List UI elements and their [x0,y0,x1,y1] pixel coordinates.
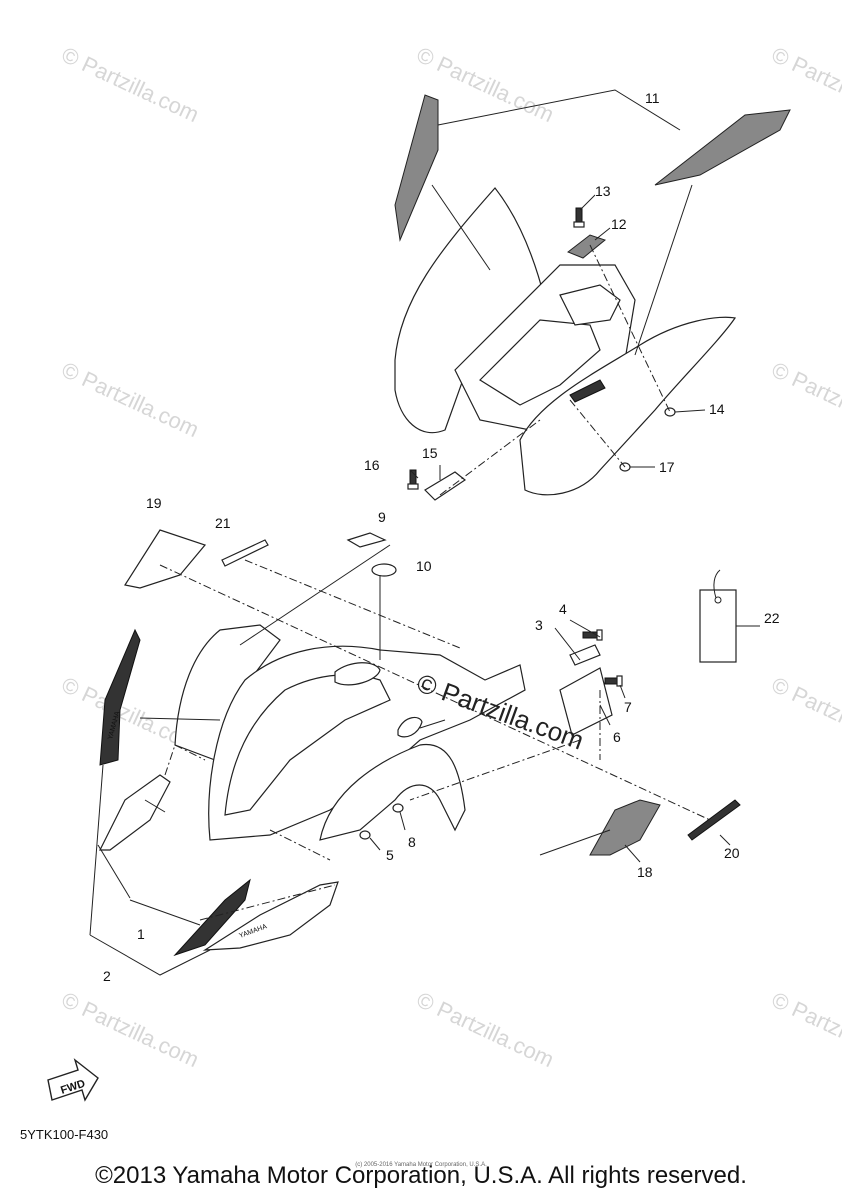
callout-8: 8 [408,834,416,850]
callout-4: 4 [559,601,567,617]
nose-decal-2 [202,881,339,951]
rear-storage-well [479,319,601,406]
front-headlight-opening [334,662,381,686]
side-decal-1 [99,628,141,766]
callout-9: 9 [378,509,386,525]
front-reflector-lens [397,716,423,738]
front-fender-assembly: YAMAHA YAMAHA [89,529,760,976]
watermark: © Partzilla.com [58,987,203,1072]
rear-right-decal [654,109,791,186]
callout-19: 19 [146,495,162,511]
bolt-7 [604,675,623,687]
callout-16: 16 [364,457,380,473]
rear-fender-right-wing [519,316,737,496]
copyright-notice: ©2013 Yamaha Motor Corporation, U.S.A. A… [95,1162,747,1189]
decal-19 [124,529,207,589]
front-fender-left-wing [174,624,281,761]
diagram-code: 5YTK100-F430 [20,1127,109,1142]
rear-left-decal [394,94,439,242]
watermark: © Partzilla.com [768,987,842,1072]
small-copyright: (c) 2005-2016 Yamaha Motor Corporation, … [355,1162,487,1168]
bolt-16 [407,469,419,490]
nut-14 [664,407,676,417]
callout-17: 17 [659,459,675,475]
callout-13: 13 [595,183,611,199]
callout-21: 21 [215,515,231,531]
decal-20 [687,799,741,841]
warning-tag-22 [699,569,737,663]
callout-11: 11 [645,90,660,106]
callout-20: 20 [724,845,740,861]
decal-21 [221,539,269,567]
watermark: © Partzilla.com [768,672,842,757]
watermark: © Partzilla.com [413,987,558,1072]
emblem-9 [346,532,387,548]
callout-7: 7 [624,699,632,715]
watermark: © Partzilla.com [58,42,203,127]
watermark: © Partzilla.com [768,357,842,442]
rear-storage-inner [559,284,621,326]
rear-fender-left-wing [394,187,546,434]
callout-6: 6 [613,729,621,745]
callout-5: 5 [386,847,394,863]
side-decal-2 [99,774,171,851]
bolt-4 [582,629,603,641]
plate-3 [569,644,601,666]
callout-2: 2 [103,968,111,984]
callout-14: 14 [709,401,725,417]
nut-8 [392,803,404,813]
front-fender-right-wing [319,743,466,841]
callout-10: 10 [416,558,432,574]
nut-5 [359,830,371,840]
plate-6 [559,667,613,736]
rear-reflector [569,379,606,403]
decal-18 [589,799,661,856]
callout-12: 12 [611,216,627,232]
emblem-10 [371,563,397,577]
callout-1: 1 [137,926,145,942]
bracket-plate [567,234,607,259]
front-fender-hood [224,674,391,816]
rear-fender-assembly [394,89,791,501]
fwd-arrow: FWD [47,1058,99,1102]
callout-15: 15 [422,445,438,461]
callout-numbers: 11 13 12 14 17 15 16 19 21 9 10 4 3 22 7… [103,90,780,984]
callout-3: 3 [535,617,543,633]
plate-15 [424,471,467,501]
watermark: © Partzilla.com [58,357,203,442]
nose-decal-1 [173,878,251,957]
callout-18: 18 [637,864,653,880]
bolt-13 [573,207,585,228]
callout-22: 22 [764,610,780,626]
